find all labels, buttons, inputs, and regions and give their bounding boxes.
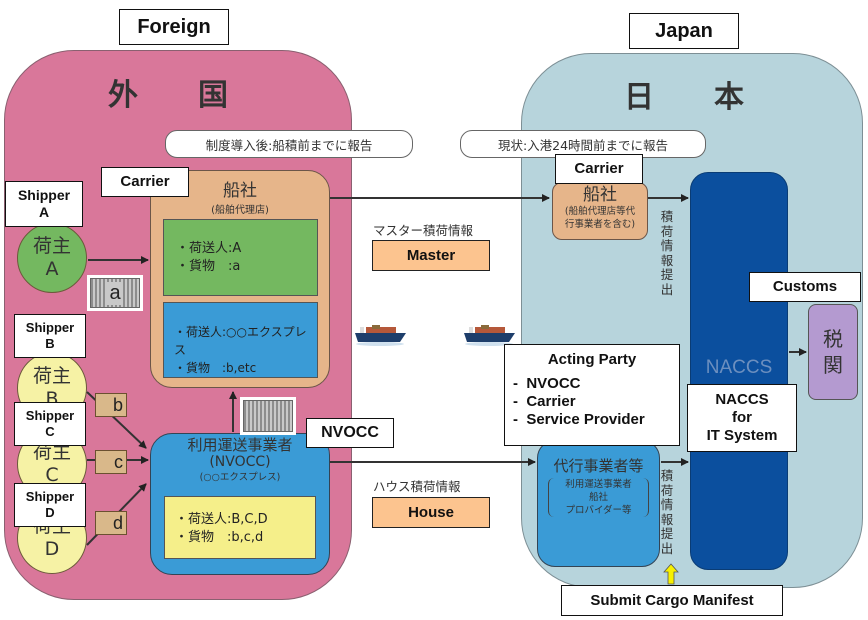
shipper-a-label-l1: Shipper bbox=[17, 187, 71, 204]
foreign-carrier-subtitle: (船舶代理店) bbox=[211, 205, 269, 216]
shipper-a-jp: 荷主 bbox=[32, 235, 71, 257]
package-d-icon: d bbox=[95, 511, 127, 535]
nvocc-subtitle: (NVOCC) bbox=[209, 454, 271, 470]
vertical-char: 積 bbox=[660, 209, 674, 224]
carrier-japan-label: Carrier bbox=[555, 154, 643, 184]
acting-sub-carrier: 船社 bbox=[588, 492, 608, 503]
shipper-b-label-l2: B bbox=[45, 336, 55, 351]
vertical-char: 荷 bbox=[660, 482, 674, 498]
vertical-char: 情 bbox=[660, 497, 674, 512]
vertical-char: 出 bbox=[660, 540, 674, 556]
acting-party-box: 代行事業者等 利用運送事業者 船社 プロバイダー等 bbox=[537, 440, 660, 567]
nvocc-title: 利用運送事業者 bbox=[187, 436, 293, 454]
naccs-label-l2: for bbox=[732, 409, 752, 426]
customs-jp-2: 関 bbox=[823, 353, 843, 377]
naccs-label-l1: NACCS bbox=[715, 391, 769, 408]
shipper-d-label-l2: D bbox=[45, 505, 55, 520]
vertical-char: 荷 bbox=[660, 223, 674, 239]
foreign-callout: 制度導入後:船積前までに報告 bbox=[165, 130, 413, 158]
acting-box-title: 代行事業者等 bbox=[553, 457, 644, 475]
japan-title: 日 本 bbox=[624, 80, 744, 115]
acting-party-item: - Service Provider bbox=[513, 411, 645, 428]
master-info-label: マスター積荷情報 bbox=[373, 223, 474, 238]
japan-carrier-sub1: (船舶代理店等代 bbox=[564, 206, 636, 217]
vertical-char: 報 bbox=[660, 511, 674, 527]
customs-label: Customs bbox=[749, 272, 861, 302]
customs-box: 税 関 bbox=[808, 304, 858, 400]
naccs-label: NACCS for IT System bbox=[687, 384, 797, 452]
carrier-foreign-label: Carrier bbox=[101, 167, 189, 197]
container-a-icon: a bbox=[87, 275, 143, 311]
naccs-label-l3: IT System bbox=[706, 427, 778, 444]
package-b-label: b bbox=[112, 394, 123, 415]
japan-label: Japan bbox=[629, 13, 739, 49]
submit-vertical-text-top: 積荷情報提出 bbox=[660, 209, 674, 297]
ship-icon bbox=[355, 325, 406, 346]
house-label: House bbox=[372, 497, 490, 528]
japan-carrier-box: 船社 (船舶代理店等代 行事業者を含む) bbox=[552, 182, 648, 240]
container-nvocc-icon bbox=[240, 397, 296, 435]
nvocc-yellow-info-box: ・荷送人:B,C,D ・貨物 :b,c,d bbox=[164, 496, 316, 559]
foreign-label: Foreign bbox=[119, 9, 229, 45]
acting-party-item: - Carrier bbox=[513, 393, 576, 410]
yellow-line-cargo: ・貨物 :b,c,d bbox=[175, 530, 264, 545]
blue-line-shipper: ・荷送人:○○エクスプレス bbox=[174, 325, 307, 357]
submit-cargo-manifest-label: Submit Cargo Manifest bbox=[561, 585, 783, 616]
customs-jp-1: 税 bbox=[823, 327, 843, 351]
vertical-char: 提 bbox=[660, 267, 674, 282]
foreign-carrier-title: 船社 bbox=[223, 181, 257, 201]
acting-party-label: Acting Party - NVOCC - Carrier - Service… bbox=[504, 344, 680, 446]
shipper-b-label-l1: Shipper bbox=[25, 320, 75, 336]
vertical-char: 積 bbox=[660, 468, 674, 483]
shipper-c-label-l1: Shipper bbox=[25, 408, 75, 424]
carrier-green-info-box: ・荷送人:A ・貨物 :a bbox=[163, 219, 318, 296]
acting-party-item: - NVOCC bbox=[513, 375, 581, 392]
green-line-cargo: ・貨物 :a bbox=[176, 259, 241, 274]
nvocc-label: NVOCC bbox=[306, 418, 394, 448]
shipper-a-letter: A bbox=[45, 258, 59, 280]
acting-party-title: Acting Party bbox=[547, 351, 637, 368]
shipper-c-label-l2: C bbox=[45, 424, 55, 439]
acting-sub-provider: プロバイダー等 bbox=[565, 505, 632, 516]
blue-line-cargo: ・貨物 :b,etc bbox=[174, 361, 257, 375]
submit-vertical-text-bottom: 積荷情報提出 bbox=[660, 468, 674, 556]
acting-sub-nvocc: 利用運送事業者 bbox=[565, 479, 632, 490]
package-d-label: d bbox=[112, 512, 123, 533]
package-b-icon: b bbox=[95, 393, 127, 417]
shipper-d-label-l1: Shipper bbox=[25, 489, 75, 505]
shipper-d-letter: D bbox=[44, 538, 60, 560]
vertical-char: 出 bbox=[660, 281, 674, 297]
ship-icon bbox=[464, 325, 515, 346]
naccs-text: NACCS bbox=[705, 357, 773, 378]
shipper-b-jp: 荷主 bbox=[32, 365, 71, 387]
vertical-char: 提 bbox=[660, 526, 674, 541]
yellow-line-shipper: ・荷送人:B,C,D bbox=[175, 512, 268, 527]
container-a-label: a bbox=[107, 281, 123, 305]
shipper-c-jp: 荷主 bbox=[32, 441, 71, 463]
vertical-char: 報 bbox=[660, 252, 674, 268]
green-line-shipper: ・荷送人:A bbox=[176, 241, 242, 256]
nvocc-company: (○○エクスプレス) bbox=[199, 472, 281, 483]
master-label: Master bbox=[372, 240, 490, 271]
foreign-title: 外 国 bbox=[108, 78, 228, 113]
japan-carrier-title: 船社 bbox=[583, 185, 617, 205]
vertical-char: 情 bbox=[660, 238, 674, 253]
package-c-icon: c bbox=[95, 450, 127, 474]
house-info-label: ハウス積荷情報 bbox=[373, 479, 461, 494]
shipper-c-letter: C bbox=[45, 464, 59, 486]
carrier-blue-info-box: ・荷送人:○○エクスプレス ・貨物 :b,etc bbox=[163, 302, 318, 378]
shipper-a-circle: 荷主 A bbox=[17, 223, 87, 293]
japan-carrier-sub2: 行事業者を含む) bbox=[564, 219, 636, 230]
naccs-box: NACCS bbox=[690, 172, 788, 570]
package-c-label: c bbox=[114, 451, 123, 472]
shipper-a-label-l2: A bbox=[38, 204, 50, 220]
